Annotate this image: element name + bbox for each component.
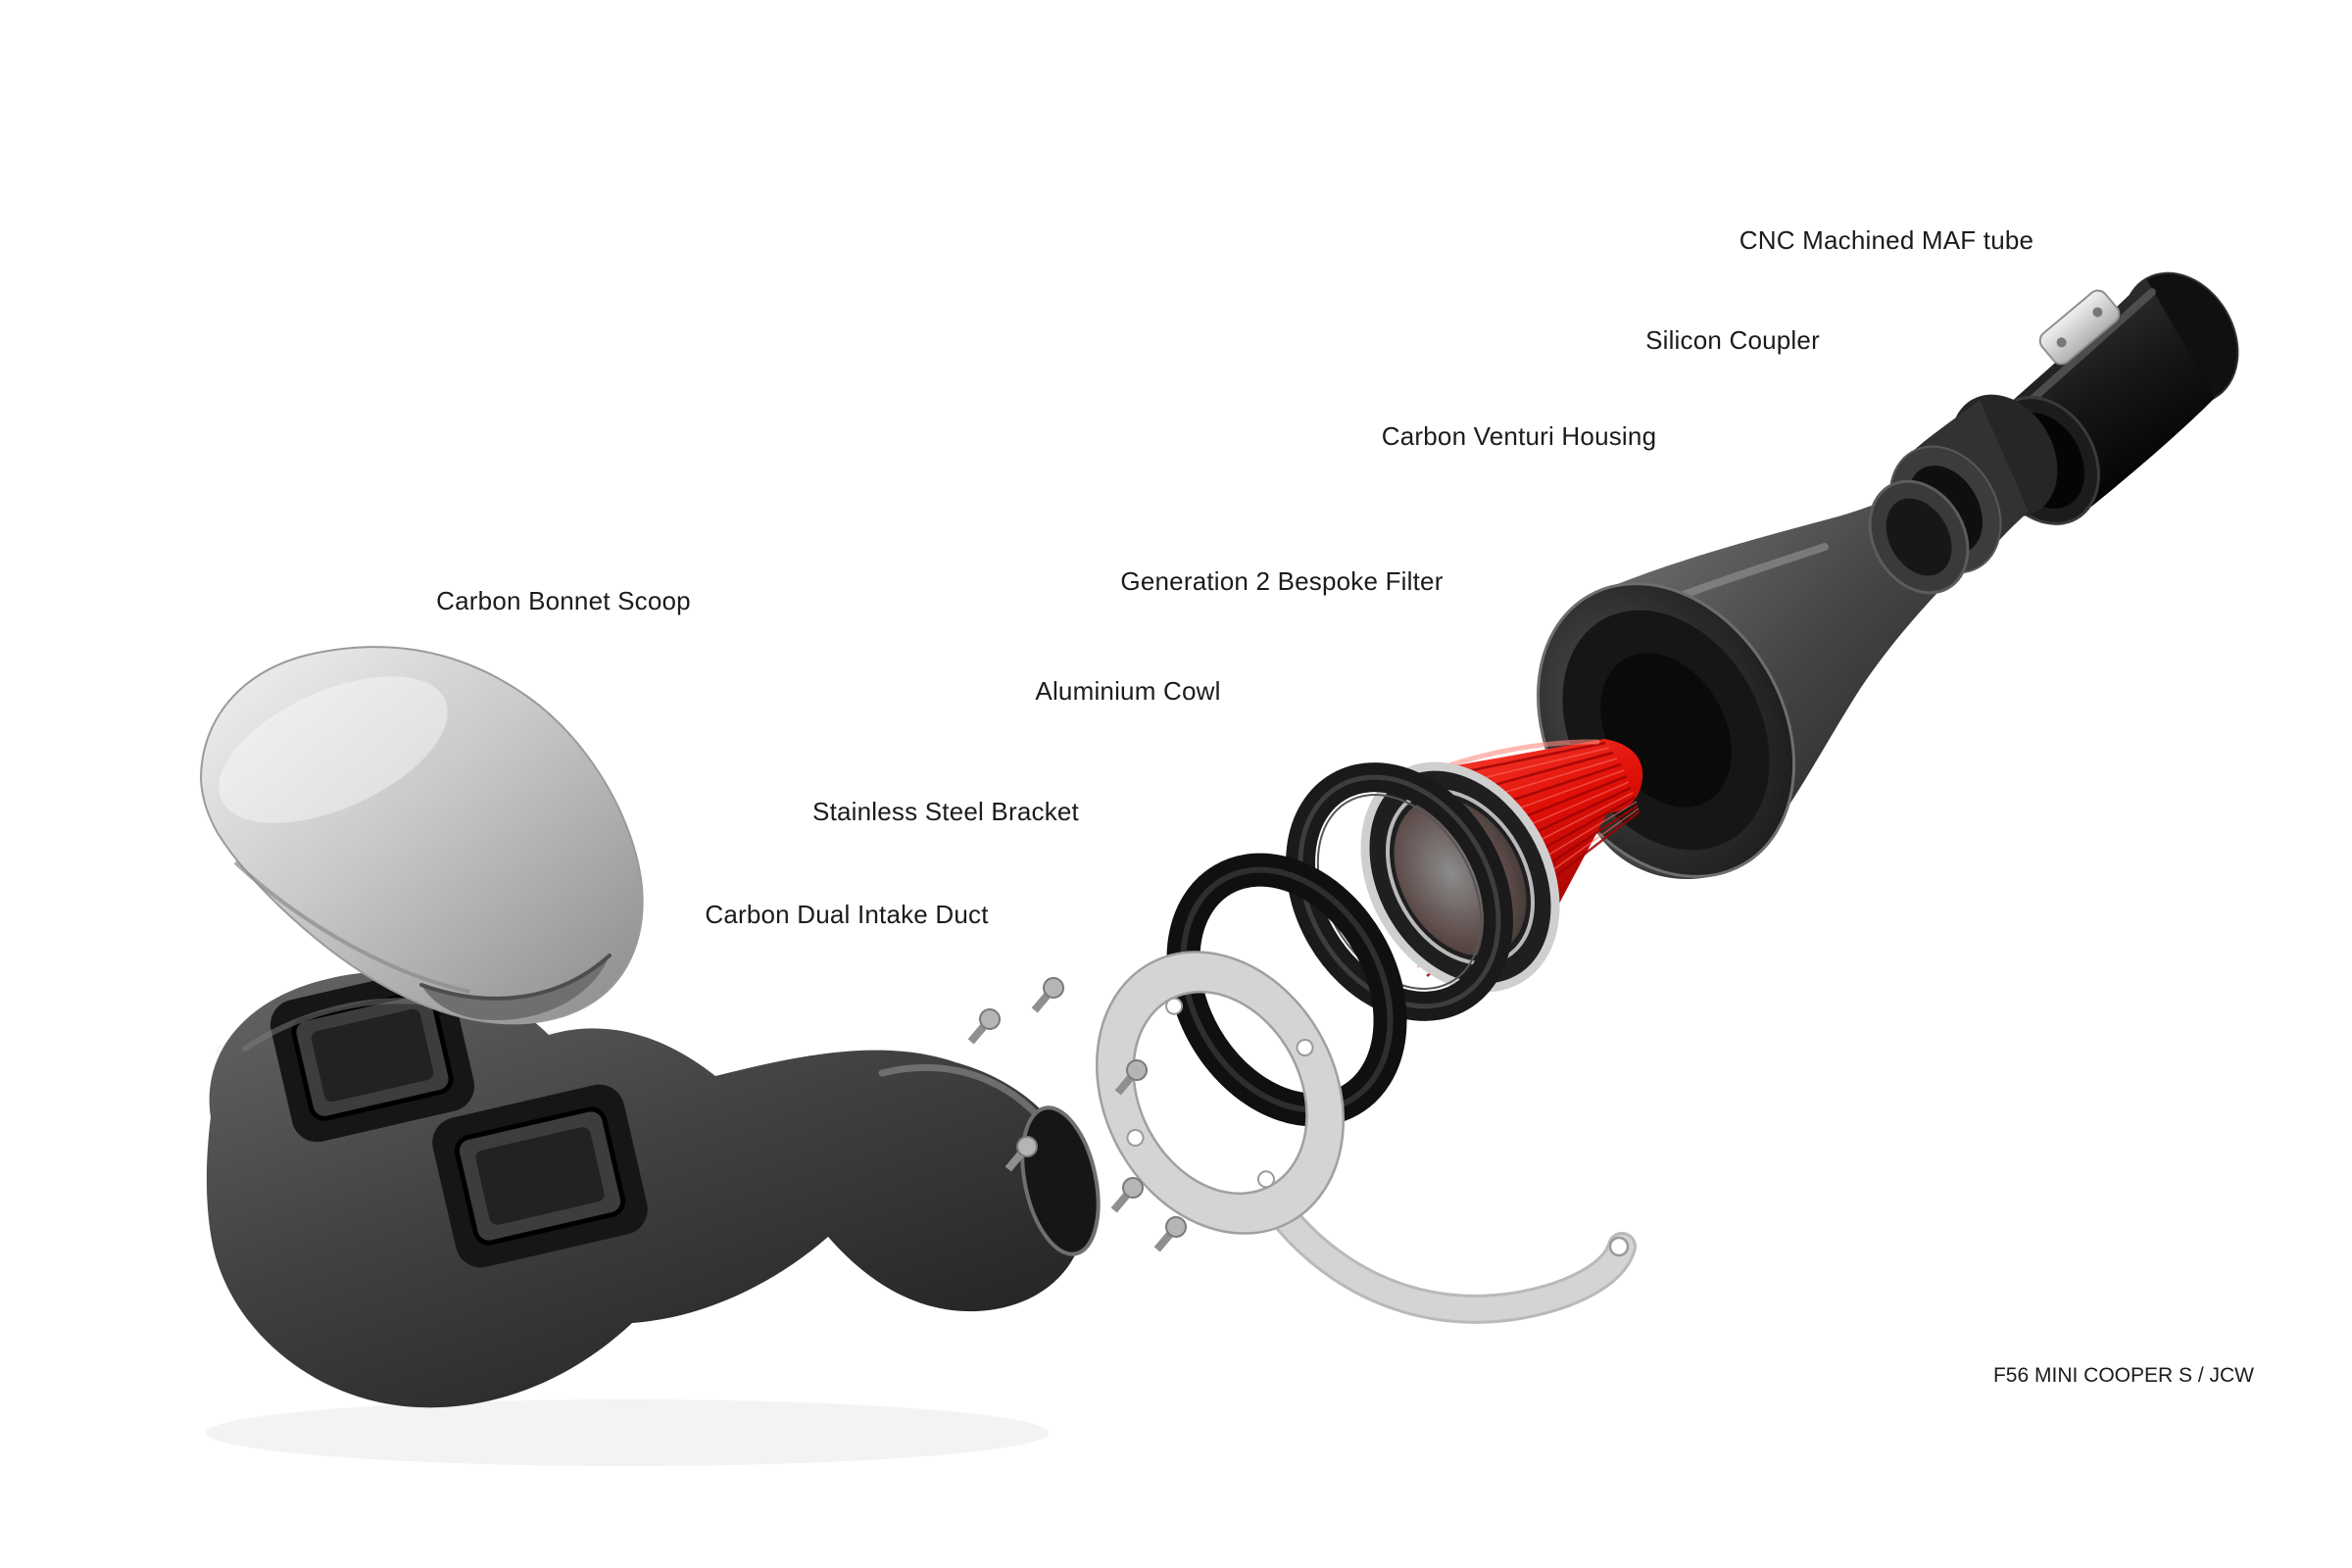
- label-stainless-steel-bracket: Stainless Steel Bracket: [812, 797, 1079, 826]
- bonnet-scoop-illustration: [199, 646, 644, 1025]
- intake-duct-illustration: [206, 968, 1101, 1408]
- aluminium-cowl-illustration: [1286, 762, 1513, 1021]
- label-aluminium-cowl: Aluminium Cowl: [1035, 676, 1221, 706]
- bracket-illustration: [1095, 951, 1637, 1324]
- seal-ring-illustration: [1166, 853, 1407, 1127]
- label-silicon-coupler: Silicon Coupler: [1645, 325, 1820, 355]
- vehicle-model-caption: F56 MINI COOPER S / JCW: [1992, 1364, 2254, 1387]
- label-cnc-machined-maf-tube: CNC Machined MAF tube: [1739, 225, 2034, 255]
- label-carbon-venturi-housing: Carbon Venturi Housing: [1381, 421, 1657, 451]
- label-carbon-bonnet-scoop: Carbon Bonnet Scoop: [436, 586, 691, 615]
- maf-sensor-boss: [2038, 289, 2121, 366]
- label-generation-2-bespoke-filter: Generation 2 Bespoke Filter: [1120, 566, 1444, 596]
- duct-port-gasket-2: [432, 1084, 648, 1268]
- label-carbon-dual-intake-duct: Carbon Dual Intake Duct: [705, 900, 989, 929]
- mounting-screws: [967, 977, 1187, 1252]
